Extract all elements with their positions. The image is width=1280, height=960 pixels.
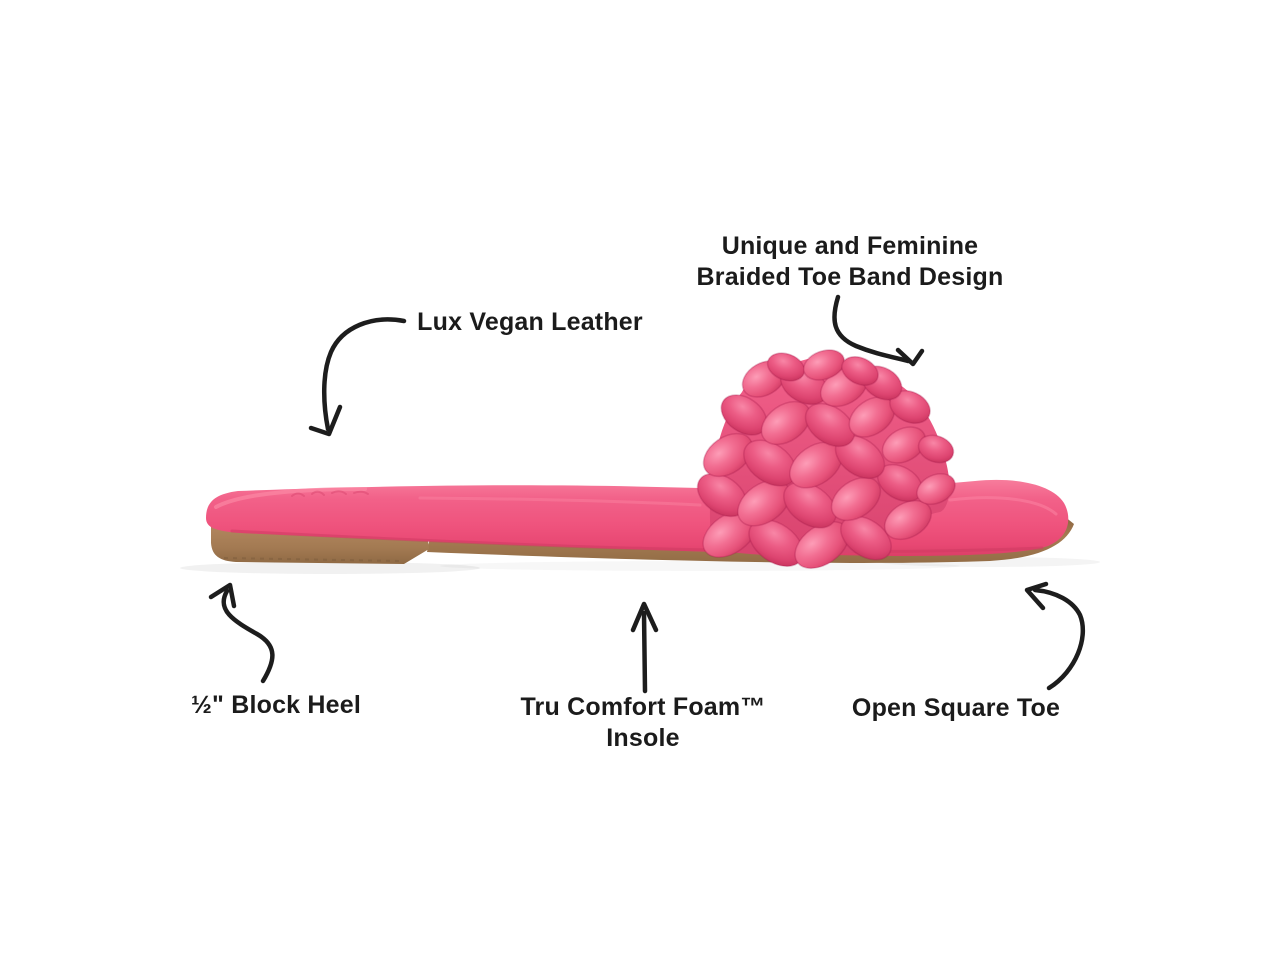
braided-toe-band [696,349,956,569]
footbed-highlight-mid [418,496,702,507]
insole-arrow-icon [630,601,659,694]
braided-band-label-line2: Braided Toe Band Design [696,263,1004,291]
block-heel-label: ½" Block Heel [190,691,362,719]
square-toe-label: Open Square Toe [851,694,1061,722]
braid-weave [696,349,956,569]
sandal-outsole [427,516,1074,563]
footbed-highlight-toe [948,496,1058,516]
braided-band-label: Unique and Feminine Braided Toe Band Des… [697,231,1004,293]
heel-tread-line [223,557,401,562]
insole-label-line2: Insole [606,724,680,752]
vegan-leather-label: Lux Vegan Leather [417,308,643,336]
braided-band-label-line1: Unique and Feminine [721,232,979,260]
embossed-logo [291,490,369,497]
lux-vegan-leather-arrow-icon [308,317,407,437]
square-toe-arrow-icon [1024,581,1086,691]
insole-label: Tru Comfort Foam™ Insole [520,692,765,754]
insole-label-line1: Tru Comfort Foam™ [520,693,766,721]
braided-band-arrow-icon [832,294,925,367]
footbed-bottom-shadow [230,529,1044,554]
footbed-highlight [214,487,367,509]
block-heel-arrow-icon [208,582,275,684]
